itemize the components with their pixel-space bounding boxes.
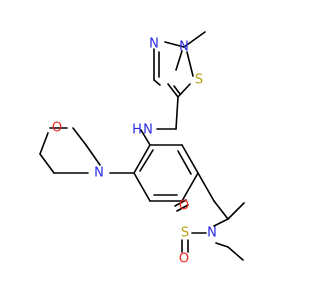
sulfur-label: S [195,73,203,88]
bond [177,150,192,175]
bond [39,153,55,174]
bond [140,129,151,146]
bond [85,144,101,166]
bond-lines [39,31,245,261]
morpholine-nitrogen-label: N [94,166,104,181]
molecule-canvas: N N S N H O N S O O N [39,31,245,267]
bond [177,83,191,98]
bond [39,132,49,155]
bond [167,83,179,98]
bond [215,242,229,248]
sulfonyl-sulfur-label: S [181,226,189,241]
bond [153,79,161,86]
bond [227,202,245,220]
dimethylamino-nitrogen-label: N [207,226,217,241]
bond [175,96,179,130]
structure-diagram: N N S N H O N S O O N [39,31,245,267]
bond [176,204,189,212]
bond [174,199,187,207]
bond [213,200,229,220]
bond [213,218,229,227]
nitrogen-label: N [149,37,159,52]
nitrogen-label: N [179,40,189,55]
amine-hydrogen-label: H [132,123,142,138]
sulfonyl-oxygen-label: O [179,252,189,267]
morpholine-oxygen-label: O [52,121,62,136]
bond [186,51,194,77]
amine-nitrogen-label: N [143,123,153,138]
sulfonyl-oxygen-label: O [179,199,189,214]
bond [181,144,199,174]
bond [133,172,151,202]
bond [197,172,215,202]
bond [164,41,185,48]
bond [181,172,199,202]
bond [139,149,154,172]
bond [183,31,206,48]
atom-labels: N N S N H O N S O O N [52,37,217,267]
bond [227,246,244,261]
bond [133,144,151,174]
bond [173,85,181,95]
bond [175,50,183,71]
bond [72,127,87,146]
